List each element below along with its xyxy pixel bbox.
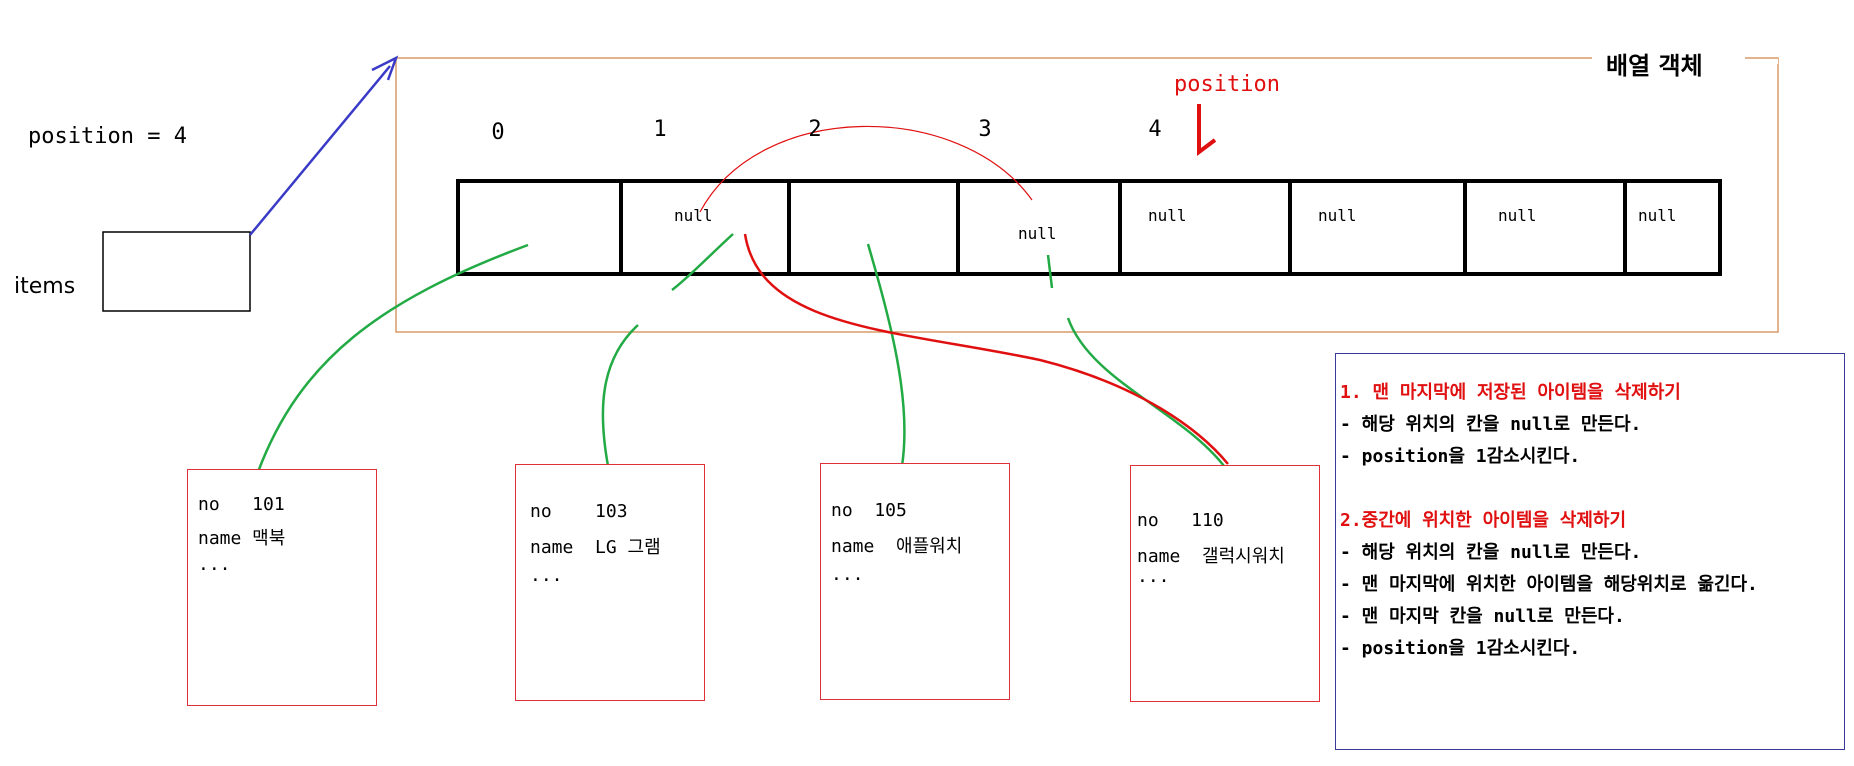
items-pointer-arrow [249,65,391,236]
item-object-3: no 105 name 애플워치 ... [820,463,1010,700]
item-object-name: name 맥북 [198,528,286,549]
array-outline [456,179,1722,276]
item-object-name: name 갤럭시워치 [1137,546,1285,567]
items-reference-box [102,231,251,312]
array-cell-3-value: null [1018,224,1057,243]
swap-arc [699,125,1033,213]
array-cell-7-value: null [1638,206,1677,225]
item-object-4: no 110 name 갤럭시워치 ... [1130,465,1320,702]
link-cell3-obj3-lower [1066,317,1225,467]
item-object-more: ... [530,565,563,586]
position-marker-label: position [1174,72,1280,97]
notes-step: - 맨 마지막 칸을 null로 만든다. [1340,606,1625,627]
array-cell-4-value: null [1148,206,1187,225]
item-object-more: ... [1137,566,1170,587]
item-object-2: no 103 name LG 그램 ... [515,464,705,701]
link-cell2-obj2 [866,243,906,467]
notes-step: - position을 1감소시킨다. [1340,638,1581,659]
array-cell-6-value: null [1498,206,1537,225]
link-cell1-obj1-upper [671,233,734,291]
item-object-no: no 110 [1137,510,1224,531]
item-object-more: ... [831,564,864,585]
notes-step: - 해당 위치의 칸을 null로 만든다. [1340,414,1642,435]
index-label-3: 3 [978,117,992,142]
item-object-1: no 101 name 맥북 ... [187,469,377,706]
item-object-more: ... [198,554,231,575]
array-cell-1-value: null [674,206,713,225]
notes-heading-2: 2.중간에 위치한 아이템을 삭제하기 [1340,510,1627,531]
index-label-1: 1 [653,117,667,142]
item-object-no: no 101 [198,494,285,515]
item-object-no: no 103 [530,501,628,522]
array-title-gap [1592,52,1778,64]
index-label-0: 0 [491,120,505,145]
notes-step: - position을 1감소시킨다. [1340,446,1581,467]
array-cell-5-value: null [1318,206,1357,225]
notes-step: - 맨 마지막에 위치한 아이템을 해당위치로 옮긴다. [1340,574,1758,595]
position-marker-arrow [1197,104,1217,156]
notes-step: - 해당 위치의 칸을 null로 만든다. [1340,542,1642,563]
link-cell0-obj0 [256,243,529,473]
link-cell1-obj1-lower [601,324,639,467]
position-variable-label: position = 4 [28,124,187,149]
items-variable-label: items [14,274,76,299]
index-label-2: 2 [808,117,822,142]
items-pointer-arrowhead [371,55,399,81]
array-object-title: 배열 객체 [1606,52,1703,80]
item-object-name: name LG 그램 [530,537,661,558]
item-object-name: name 애플워치 [831,536,963,557]
link-cell3-obj3-upper [1046,254,1054,289]
notes-heading-1: 1. 맨 마지막에 저장된 아이템을 삭제하기 [1340,382,1681,403]
item-object-no: no 105 [831,500,907,521]
move-last-item-line [743,233,1229,465]
deletion-notes-box: 1. 맨 마지막에 저장된 아이템을 삭제하기 - 해당 위치의 칸을 null… [1335,353,1845,750]
index-label-4: 4 [1148,117,1162,142]
array-object-frame [395,57,1779,333]
